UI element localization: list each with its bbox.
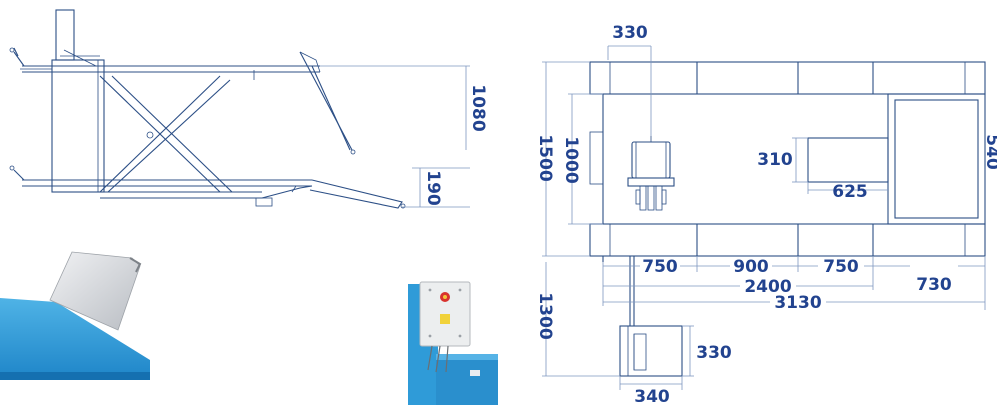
console-column [627, 136, 675, 211]
dim-segment-1: 750 [642, 257, 678, 277]
dim-segment-3: 750 [823, 257, 859, 277]
top-view [589, 61, 986, 377]
dim-right-edge-partial: 540 [982, 134, 997, 170]
side-view [9, 9, 406, 209]
control-box-photo [408, 281, 498, 405]
dim-cutout-depth: 310 [757, 150, 793, 170]
platform-photo [0, 251, 150, 380]
dim-segment-2: 900 [733, 257, 769, 277]
dim-platform-length: 2400 [744, 277, 791, 297]
dim-box-width: 340 [634, 387, 670, 405]
dim-overall-length: 3130 [774, 293, 821, 313]
dim-cutout-length: 625 [832, 182, 868, 202]
dim-console-offset: 330 [612, 23, 648, 43]
power-box [619, 256, 683, 377]
dim-inner-width: 1000 [561, 136, 581, 183]
dim-cable-length: 1300 [535, 292, 555, 339]
dim-total-height: 1080 [468, 84, 488, 131]
dim-segment-4: 730 [916, 275, 952, 295]
side-view-dimensions [320, 65, 470, 208]
dim-box-depth: 330 [696, 343, 732, 363]
top-view-dimensions [542, 45, 986, 390]
dim-overall-width: 1500 [535, 134, 555, 181]
dim-ramp-height: 190 [423, 170, 443, 206]
